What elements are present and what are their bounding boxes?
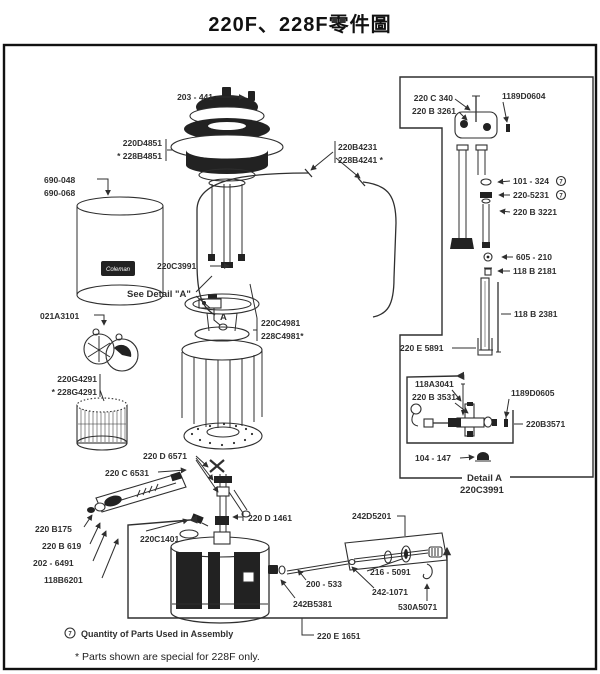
mantles-drawing: [83, 328, 139, 372]
label-220B3261: 220 B 3261: [412, 106, 456, 116]
detail-a-caption: Detail A: [467, 473, 502, 484]
label-118A3041: 118A3041: [415, 379, 454, 389]
label-605-210: 605 - 210: [516, 252, 552, 262]
label-118B6201: 118B6201: [44, 575, 83, 585]
label-220B3571: 220B3571: [526, 419, 566, 429]
detail-marker-a: A: [220, 312, 227, 323]
label-220C4981: 220C4981: [261, 318, 301, 328]
label-220G4291: 220G4291: [57, 374, 97, 384]
label-202-6491: 202 - 6491: [33, 558, 74, 568]
label-118B2181: 118 B 2181: [513, 266, 557, 276]
detail-box-parts-drawing: [450, 95, 510, 356]
quantity-circle-101: 7: [559, 180, 563, 186]
quantity-circle-5231: 7: [559, 194, 563, 200]
footnote-special: * Parts shown are special for 228F only.: [75, 651, 260, 663]
label-216-5091: 216 - 5091: [370, 567, 411, 577]
leader-lines: [83, 94, 523, 601]
label-220-5231: 220-5231: [513, 190, 549, 200]
small-cap-drawing: [475, 452, 491, 462]
detail-a-caption-part: 220C3991: [460, 485, 505, 496]
bail-wire-drawing: [196, 168, 397, 318]
bottom-box: [127, 515, 452, 636]
footnote-quantity: Quantity of Parts Used in Assembly: [81, 629, 233, 639]
ventilator-assembly-drawing: [170, 87, 284, 182]
quantity-circle-footnote: 7: [68, 632, 72, 638]
label-101-324: 101 - 324: [513, 176, 549, 186]
label-220B619: 220 B 619: [42, 541, 81, 551]
fount-drawing: [170, 529, 270, 624]
globe-logo: Coleman: [106, 267, 131, 273]
label-1189D0604: 1189D0604: [502, 91, 546, 101]
label-220D1461: 220 D 1461: [248, 513, 292, 523]
frame-cage-drawing: [181, 293, 263, 450]
label-220C3991: 220C3991: [157, 261, 197, 271]
label-220C340: 220 C 340: [414, 93, 453, 103]
label-228G4291: * 228G4291: [52, 387, 98, 397]
check-valve-drawing: [190, 513, 209, 527]
label-228B4241: 228B4241 *: [338, 155, 384, 165]
label-220B3221: 220 B 3221: [513, 207, 557, 217]
label-530A5071: 530A5071: [398, 602, 438, 612]
inner-detail-box: [406, 371, 514, 444]
label-220E5891: 220 E 5891: [400, 343, 444, 353]
label-220B175: 220 B175: [35, 524, 72, 534]
frame-rods-drawing: [208, 178, 246, 268]
label-242-1071: 242-1071: [372, 587, 408, 597]
label-104-147: 104 - 147: [415, 453, 451, 463]
label-220E1651: 220 E 1651: [317, 631, 361, 641]
diagram-border: [2, 43, 598, 671]
label-118B2381: 118 B 2381: [514, 309, 558, 319]
filter-cylinder-drawing: [76, 397, 128, 451]
label-220C6531: 220 C 6531: [105, 468, 149, 478]
label-203-441: 203 - 441: [177, 92, 213, 102]
quantity-symbols: 7 7 7: [64, 175, 567, 639]
label-220D6571: 220 D 6571: [143, 451, 187, 461]
label-220B4231: 220B4231: [338, 142, 378, 152]
label-242B5381: 242B5381: [293, 599, 333, 609]
label-200-533: 200 - 533: [306, 579, 342, 589]
pickup-tube-drawing: [268, 560, 349, 575]
label-690-068: 690-068: [44, 188, 75, 198]
pump-assembly-drawing: [87, 471, 187, 513]
detail-a-box: [399, 76, 594, 479]
glass-globe-drawing: [76, 196, 164, 306]
label-690-048: 690-048: [44, 175, 75, 185]
label-242D5201: 242D5201: [352, 511, 392, 521]
label-021A3101: 021A3101: [40, 311, 80, 321]
label-220B3531: 220 B 3531: [412, 392, 456, 402]
label-1189D0605: 1189D0605: [511, 388, 555, 398]
label-220C1401: 220C1401: [140, 534, 180, 544]
label-220D4851: 220D4851: [123, 138, 163, 148]
hook-530A5071: [422, 563, 433, 580]
label-see-detail-a: See Detail "A": [127, 289, 191, 300]
label-228C4981: 228C4981*: [261, 331, 304, 341]
label-228B4851: * 228B4851: [117, 151, 162, 161]
page-title: 220F、228F零件圖: [208, 12, 391, 36]
